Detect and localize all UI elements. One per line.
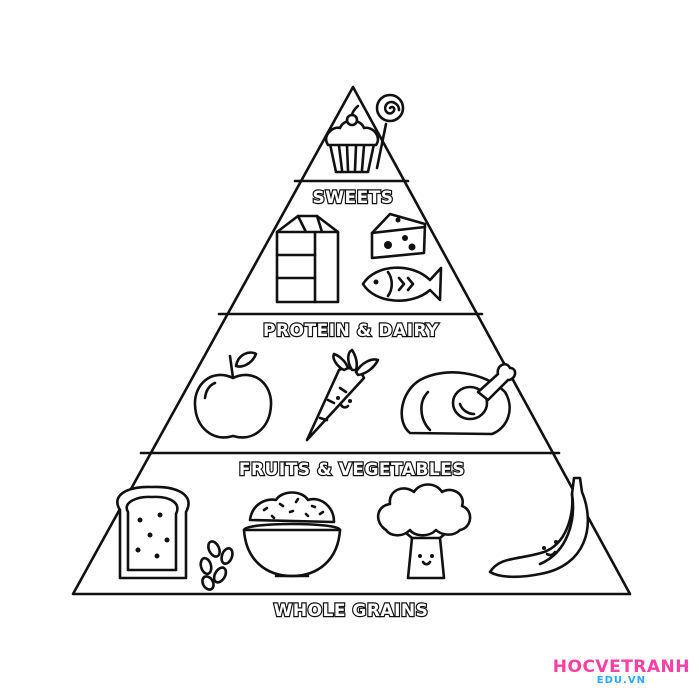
watermark-logo: HOCVETRANH EDU.VN xyxy=(553,659,690,686)
pyramid-frame xyxy=(71,85,632,596)
rice-bowl-icon xyxy=(242,491,342,578)
lollipop-icon xyxy=(375,93,405,170)
roast-chicken-icon xyxy=(400,362,517,436)
banana-icon xyxy=(488,476,590,579)
cupcake-icon xyxy=(324,104,380,174)
level-label-fruits-vegetables: FRUITS & VEGETABLES xyxy=(239,460,465,480)
level-label-sweets: SWEETS xyxy=(312,188,393,208)
level-label-protein-dairy: PROTEIN & DAIRY xyxy=(263,321,439,341)
carrot-icon xyxy=(305,348,380,442)
grain-seeds-icon xyxy=(199,540,234,591)
watermark-sub: EDU.VN xyxy=(596,675,646,686)
watermark-main: HOCVETRANH xyxy=(552,657,690,677)
level-label-whole-grains: WHOLE GRAINS xyxy=(274,601,429,621)
apple-icon xyxy=(193,351,273,439)
broccoli-icon xyxy=(376,483,472,580)
milk-carton-icon xyxy=(275,214,340,304)
fish-icon xyxy=(361,266,443,302)
pyramid-outline xyxy=(71,85,632,596)
cheese-icon xyxy=(370,212,427,260)
bread-icon xyxy=(116,485,190,580)
